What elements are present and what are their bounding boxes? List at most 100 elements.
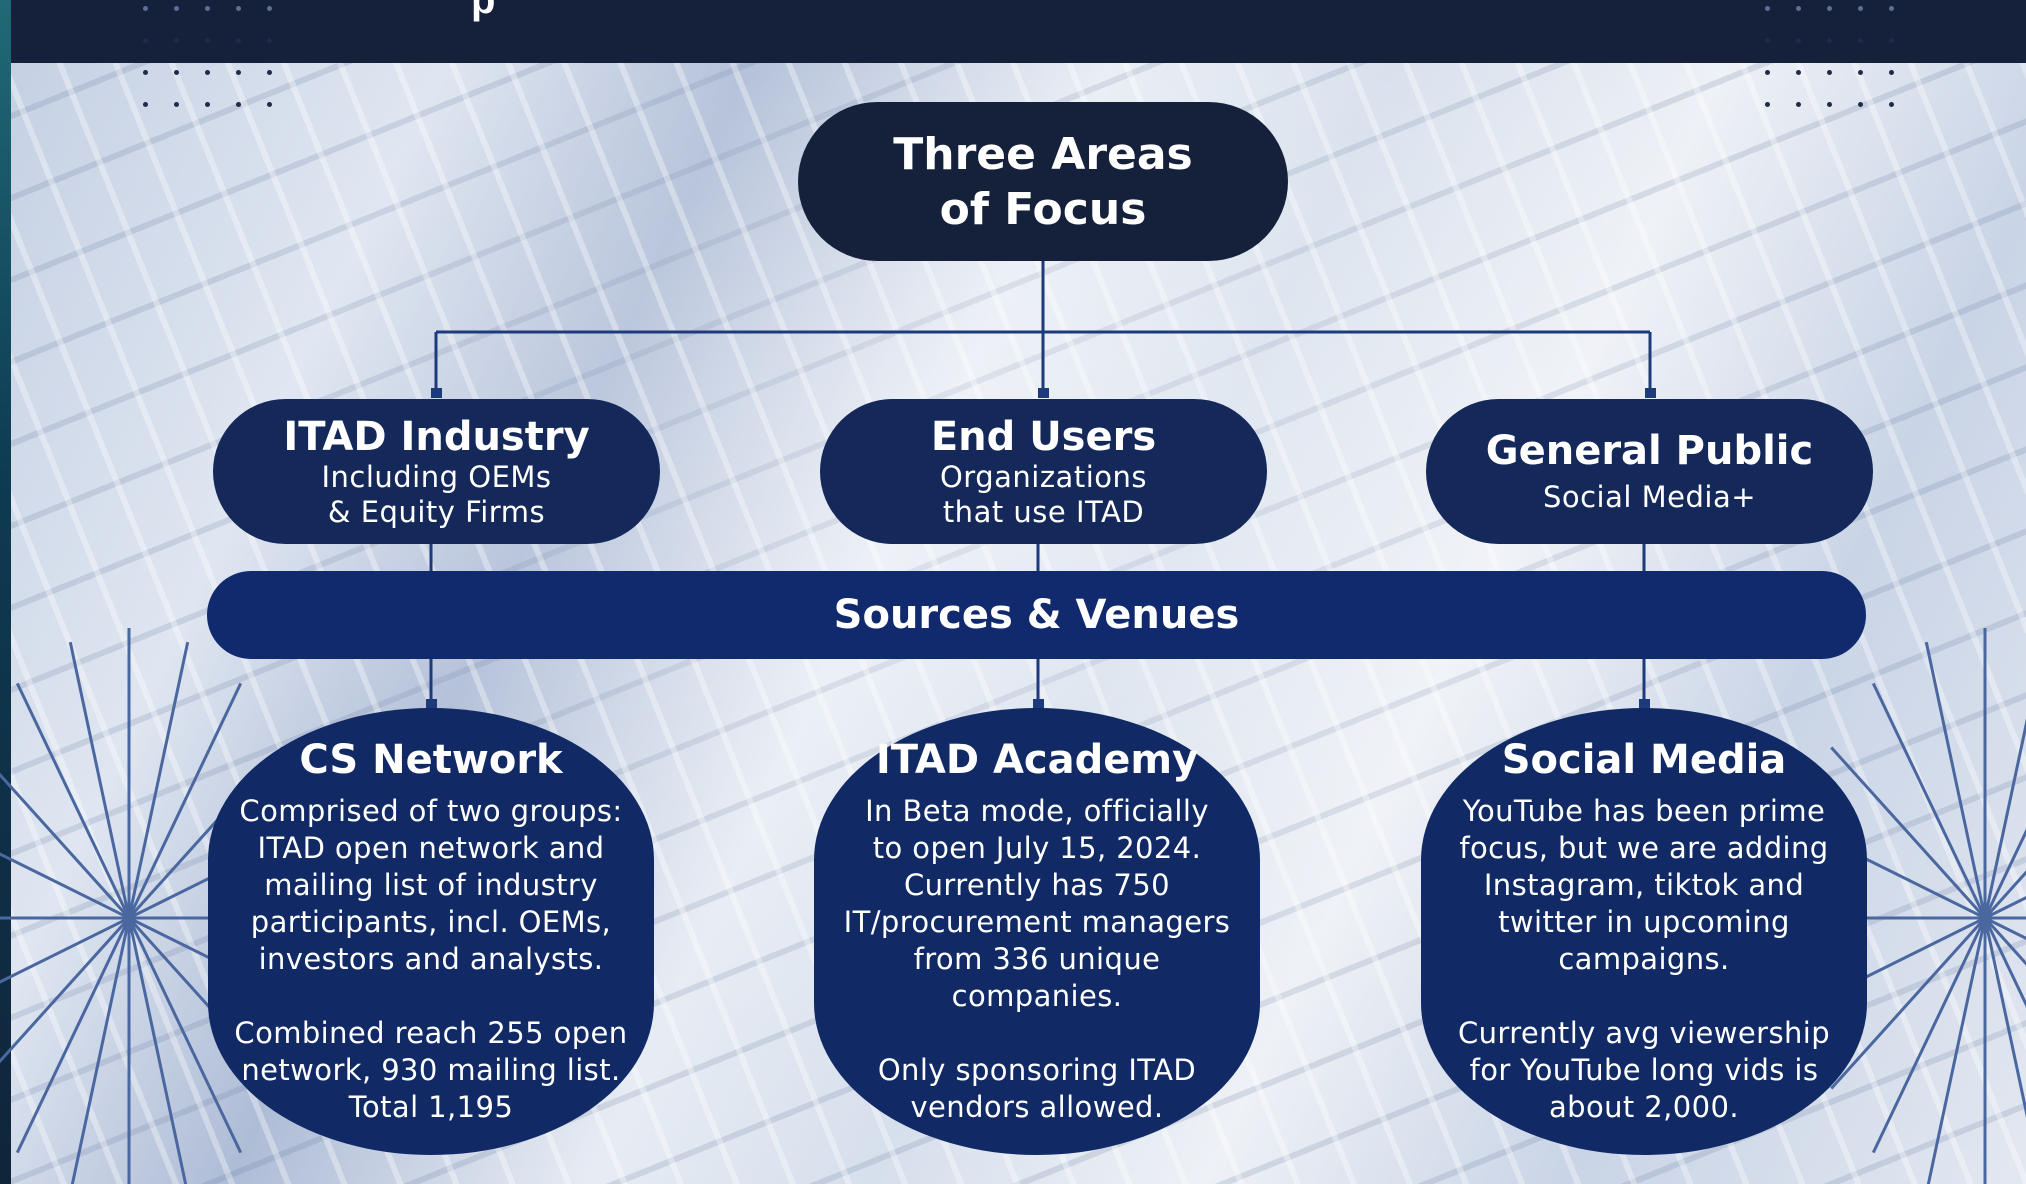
decorative-dot: [1889, 70, 1894, 75]
starburst-ray: [0, 916, 131, 1064]
root-node: Three Areas of Focus: [798, 102, 1288, 261]
area-node-general-public: General Public Social Media+: [1426, 399, 1873, 544]
root-title: Three Areas of Focus: [893, 128, 1193, 235]
starburst-ray: [1830, 746, 1987, 920]
decorative-dot: [1827, 6, 1832, 11]
starburst-ray: [1984, 916, 2026, 941]
decorative-dot: [236, 6, 241, 11]
starburst-ray: [127, 641, 190, 919]
starburst-ray: [1983, 917, 2026, 1118]
bar-label: Sources & Venues: [833, 592, 1240, 638]
connector-cap: [1639, 699, 1650, 709]
starburst-ray: [1983, 828, 2026, 919]
decorative-dot: [1889, 6, 1894, 11]
area-subtitle: Organizations that use ITAD: [939, 459, 1147, 529]
decorative-dot: [174, 102, 179, 107]
area-subtitle: Social Media+: [1542, 480, 1757, 514]
area-title: ITAD Industry: [283, 413, 590, 460]
starburst-ray: [0, 852, 130, 920]
decorative-dot: [1796, 38, 1801, 43]
venue-title: CS Network: [299, 737, 563, 783]
decorative-dot: [205, 6, 210, 11]
starburst-ray: [1924, 641, 1987, 919]
area-node-end-users: End Users Organizations that use ITAD: [820, 399, 1267, 544]
venue-body: In Beta mode, officially to open July 15…: [843, 794, 1231, 1124]
starburst-ray: [15, 917, 131, 1154]
starburst-ray: [0, 916, 130, 984]
starburst-ray: [127, 917, 243, 1154]
decorative-dot: [1765, 38, 1770, 43]
decorative-dot: [143, 38, 148, 43]
area-subtitle: Including OEMs & Equity Firms: [321, 459, 552, 529]
decorative-dot: [267, 6, 272, 11]
starburst-ray: [1983, 718, 2026, 919]
starburst-ray: [70, 917, 131, 1184]
starburst-ray: [1983, 916, 2026, 966]
decorative-dot: [267, 38, 272, 43]
decorative-dot: [1889, 38, 1894, 43]
starburst-ray: [0, 772, 131, 920]
decorative-dot: [1827, 70, 1832, 75]
starburst-ray: [1830, 916, 1987, 1090]
starburst-ray: [1983, 870, 2026, 920]
decorative-dot: [205, 102, 210, 107]
venue-title: ITAD Academy: [875, 737, 1199, 783]
starburst-ray: [1983, 917, 2026, 1008]
venue-node-itad-academy: ITAD Academy In Beta mode, officially to…: [814, 708, 1260, 1155]
decorative-dot: [1858, 38, 1863, 43]
starburst-ray: [127, 682, 243, 919]
area-title: End Users: [930, 413, 1157, 460]
decorative-dot: [236, 38, 241, 43]
area-title: General Public: [1485, 428, 1814, 474]
decorative-dot: [174, 38, 179, 43]
decorative-dot: [1858, 6, 1863, 11]
decorative-dot: [236, 102, 241, 107]
decorative-dot: [205, 70, 210, 75]
decorative-dot: [143, 102, 148, 107]
starburst-ray: [1871, 682, 1987, 919]
decorative-dot: [1796, 102, 1801, 107]
venue-node-cs-network: CS Network Comprised of two groups: ITAD…: [208, 708, 654, 1155]
decorative-dot: [1827, 102, 1832, 107]
starburst-ray: [1984, 895, 2026, 920]
area-node-itad-industry: ITAD Industry Including OEMs & Equity Fi…: [213, 399, 660, 544]
decorative-dot: [1765, 102, 1770, 107]
venue-node-social-media: Social Media YouTube has been prime focu…: [1421, 708, 1867, 1155]
starburst-ray: [127, 917, 188, 1184]
connector-cap: [1645, 388, 1656, 398]
decorative-dot: [1827, 38, 1832, 43]
decorative-dot: [174, 6, 179, 11]
decorative-dot: [1858, 70, 1863, 75]
starburst-ray: [68, 641, 131, 919]
left-edge-strip: [0, 0, 11, 1184]
starburst-ray: [15, 682, 131, 919]
decorative-dot: [1796, 70, 1801, 75]
venue-title: Social Media: [1501, 737, 1787, 783]
venue-body: Comprised of two groups: ITAD open netwo…: [234, 794, 628, 1124]
decorative-dot: [267, 102, 272, 107]
decorative-dot: [1889, 102, 1894, 107]
decorative-dot: [143, 6, 148, 11]
connector-cap: [1038, 388, 1049, 398]
sources-venues-bar: Sources & Venues: [207, 571, 1866, 659]
starburst-right-icon: [1795, 628, 2026, 1184]
starburst-ray: [1871, 917, 1987, 1154]
decorative-dot: [1765, 6, 1770, 11]
decorative-dot: [174, 70, 179, 75]
starburst-ray: [1926, 917, 1987, 1184]
header-bar: p: [11, 0, 2026, 63]
decorative-dot: [1765, 70, 1770, 75]
venue-body: YouTube has been prime focus, but we are…: [1457, 794, 1830, 1124]
connector-cap: [426, 699, 437, 709]
decorative-dot: [205, 38, 210, 43]
header-title-fragment: p: [471, 0, 496, 22]
decorative-dot: [267, 70, 272, 75]
decorative-dot: [1796, 6, 1801, 11]
connector-cap: [431, 388, 442, 398]
decorative-dot: [1858, 102, 1863, 107]
connector-cap: [1033, 699, 1044, 709]
decorative-dot: [143, 70, 148, 75]
